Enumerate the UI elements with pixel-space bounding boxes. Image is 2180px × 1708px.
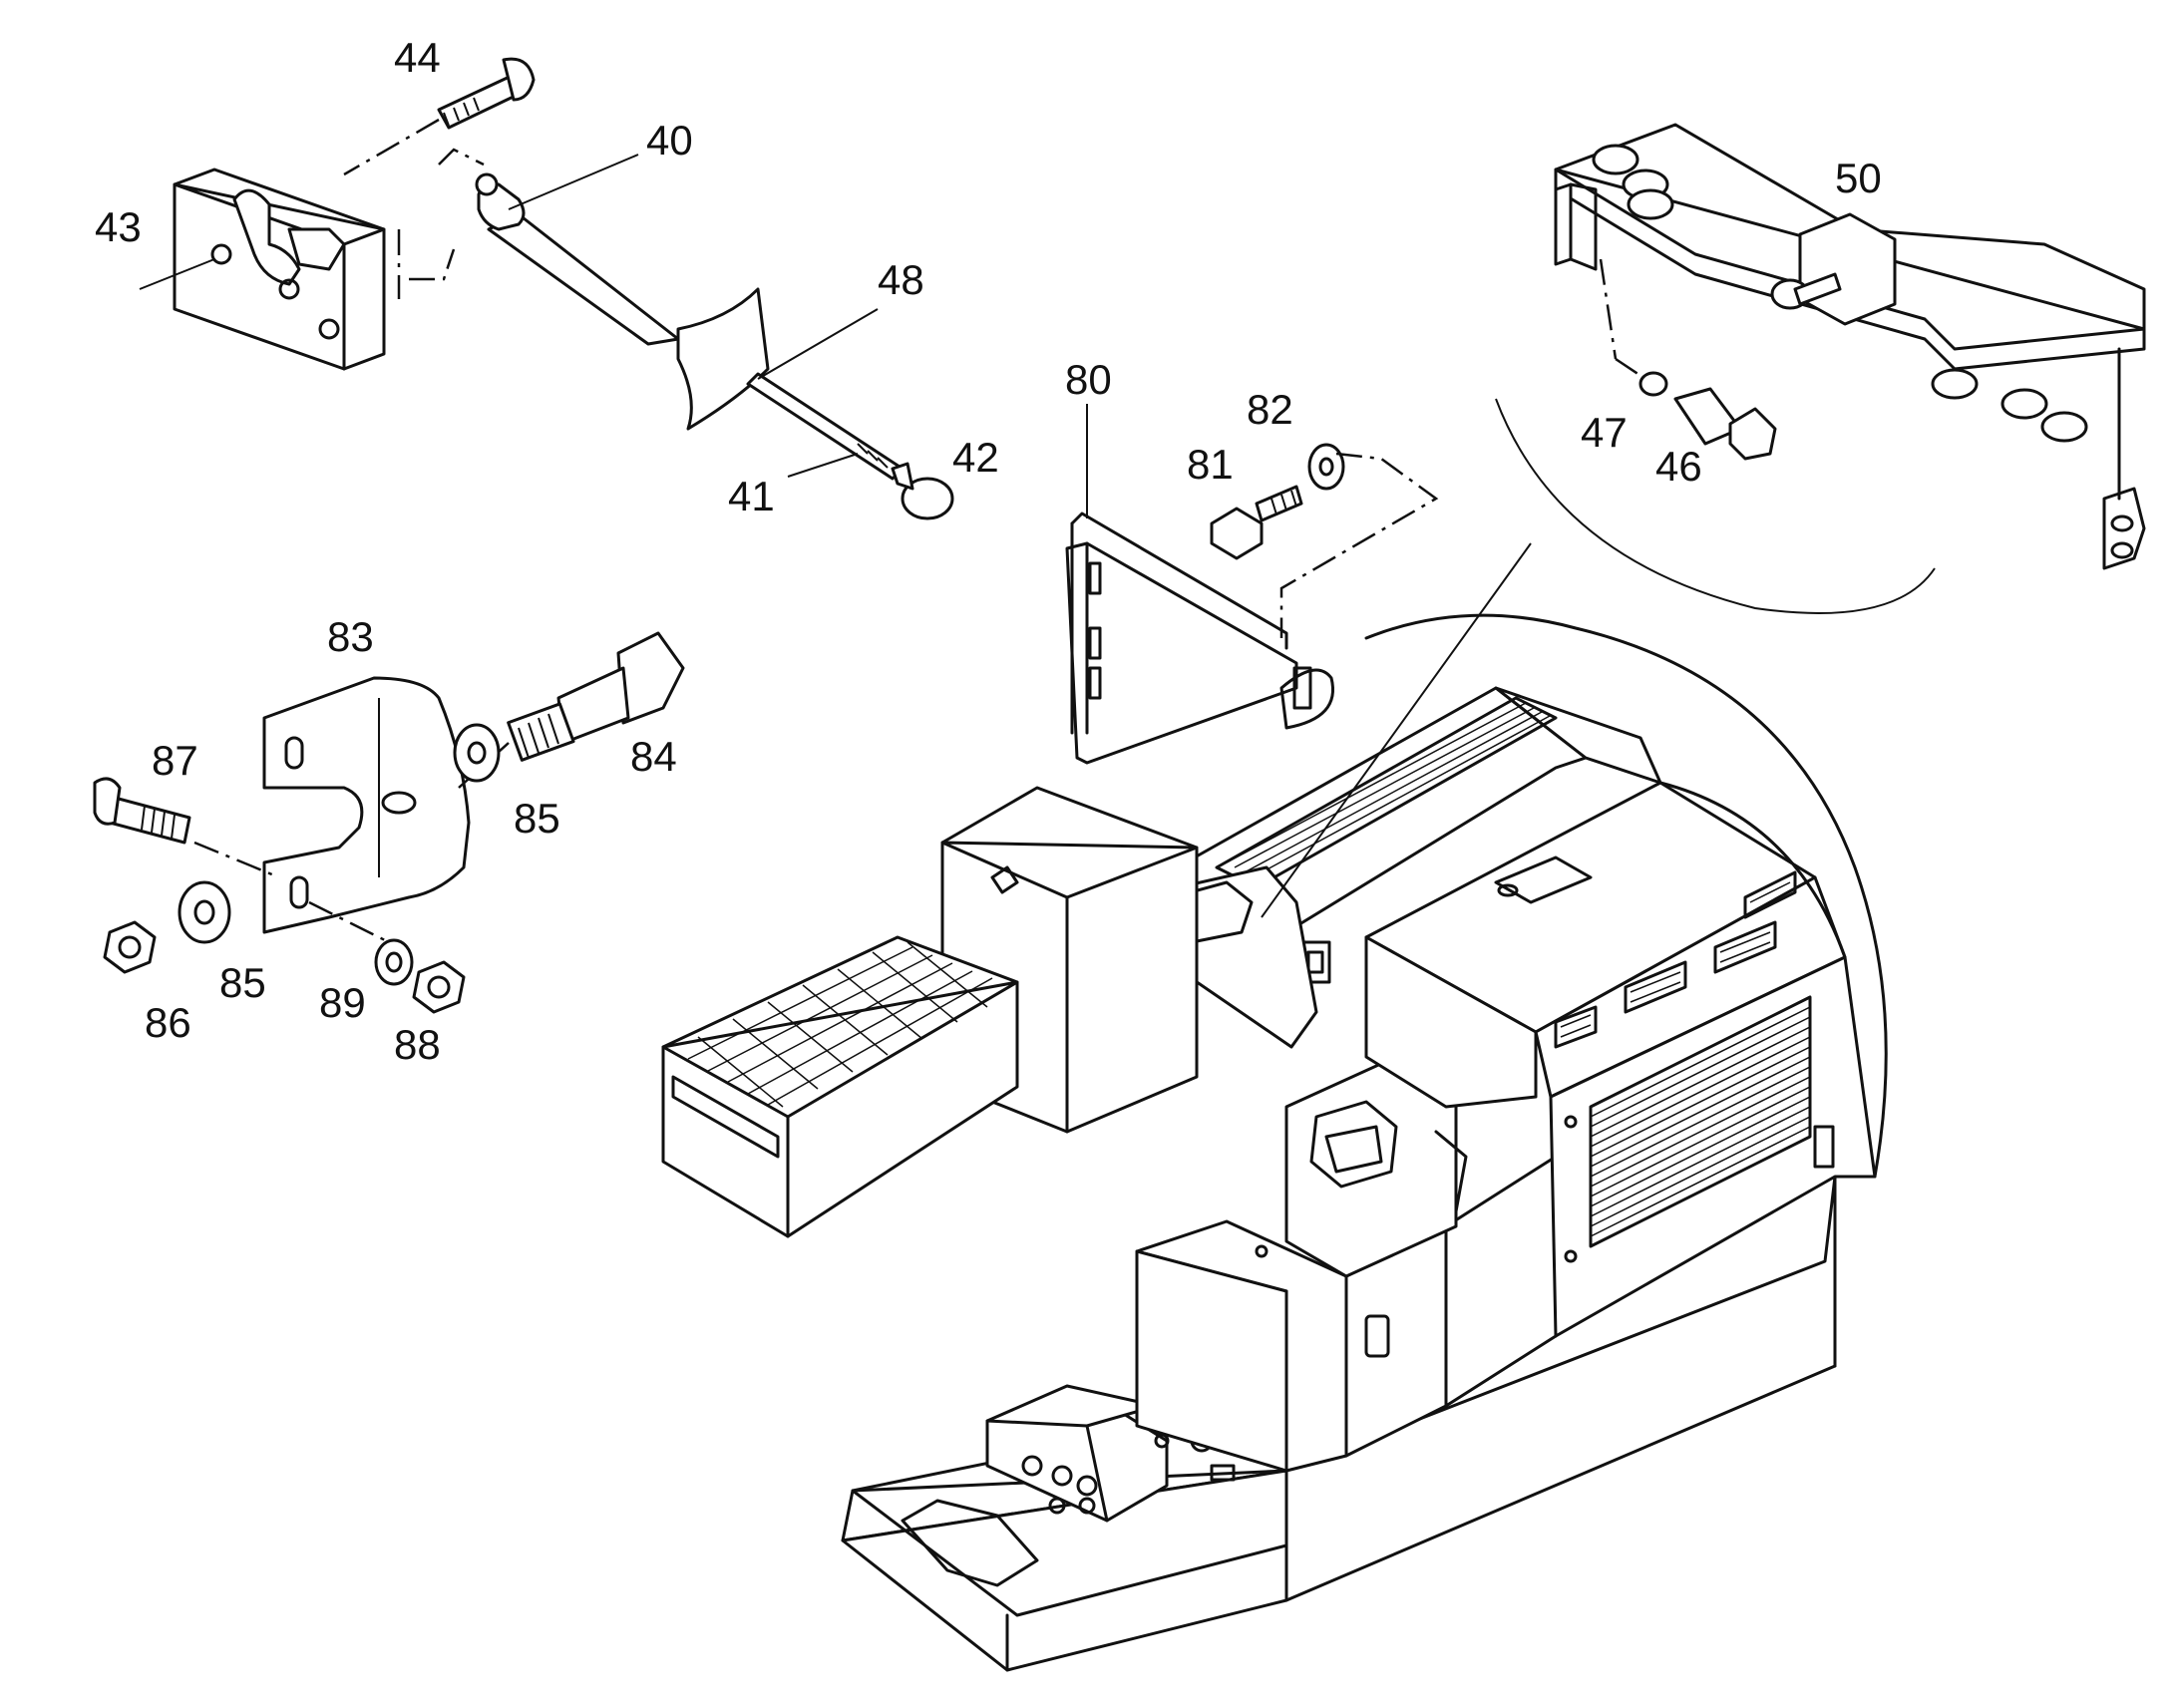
washer-85-bottom	[178, 880, 231, 944]
callout-43: 43	[95, 203, 142, 250]
bolt-87	[93, 777, 280, 879]
callout-82: 82	[1247, 386, 1293, 433]
callout-86: 86	[145, 999, 191, 1046]
callout-84: 84	[630, 733, 677, 780]
detail-circle	[1261, 398, 1936, 918]
bolt-44	[343, 57, 536, 176]
washer-82	[1307, 443, 1345, 491]
callout-83: 83	[327, 613, 374, 660]
nut-88	[412, 960, 466, 1014]
hinged-cover-plate	[1065, 512, 1334, 765]
bolt-81	[1210, 507, 1264, 560]
valve-block	[985, 1384, 1236, 1523]
callout-labels: 44 40 43 48 42 41 50 47 46 80 82 81 83 8…	[95, 34, 1882, 1068]
mesh-tray	[661, 935, 1019, 1238]
knob-42	[901, 477, 954, 520]
hood-bolt-assembly	[1210, 443, 1439, 638]
callout-80: 80	[1065, 356, 1112, 403]
callout-87: 87	[152, 737, 198, 784]
latch-assembly	[139, 57, 954, 520]
callout-88: 88	[394, 1021, 441, 1068]
bolt-46	[1673, 387, 1777, 461]
callout-47: 47	[1581, 409, 1628, 456]
machine-upper-structure	[661, 512, 1888, 1672]
rod-41	[746, 372, 905, 481]
callout-50: 50	[1835, 155, 1882, 201]
nut-86	[103, 920, 157, 974]
cabinet-box	[1135, 1155, 1558, 1473]
latch-body	[139, 168, 386, 371]
callout-89: 89	[319, 979, 366, 1026]
callout-40: 40	[646, 117, 693, 164]
callout-81: 81	[1187, 441, 1234, 488]
washer-89	[374, 938, 414, 986]
callout-41: 41	[728, 473, 775, 519]
callout-44: 44	[394, 34, 441, 81]
bracket-83	[262, 676, 471, 934]
counterweight	[1364, 613, 1888, 1338]
hood-vents	[1554, 870, 1797, 1049]
bolt-84	[458, 631, 685, 789]
bracket-50	[1554, 123, 2146, 570]
callout-85-left: 85	[219, 959, 266, 1006]
callout-48: 48	[878, 256, 924, 303]
rod-40	[397, 148, 680, 346]
washer-85-top	[453, 723, 501, 783]
callout-46: 46	[1655, 443, 1702, 490]
callout-42: 42	[952, 434, 999, 481]
callout-85-right: 85	[514, 795, 560, 842]
bracket-assembly	[93, 631, 685, 1014]
washer-47	[1638, 371, 1668, 397]
